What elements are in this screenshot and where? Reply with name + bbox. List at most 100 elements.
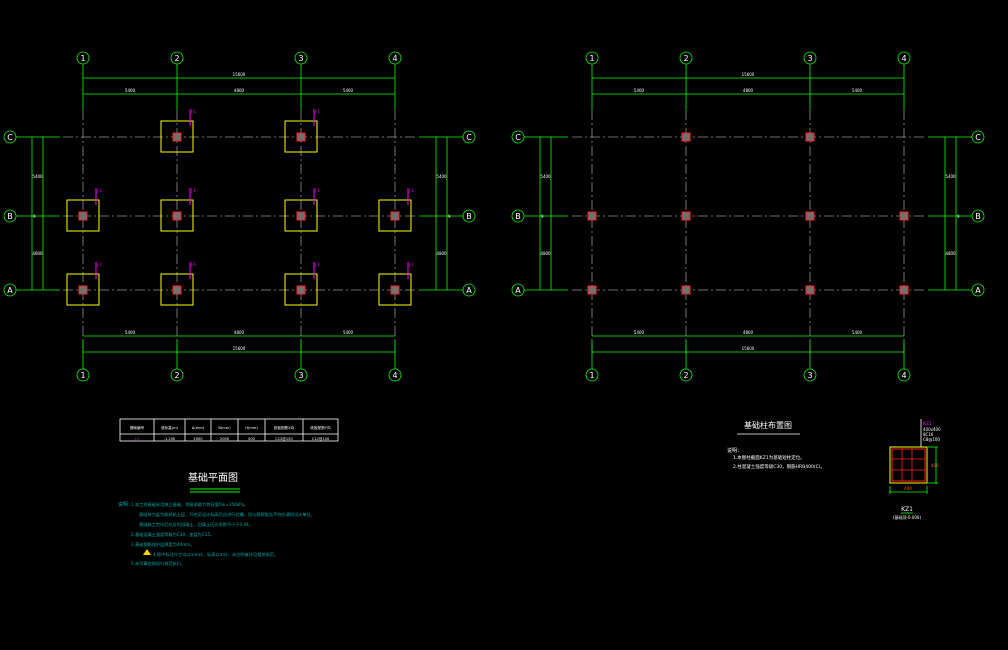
height-dim: 400 xyxy=(931,463,939,468)
footing-outline xyxy=(160,273,194,306)
axis-bubble xyxy=(388,368,402,382)
footing-outline xyxy=(284,273,318,306)
notes-label: 说明： xyxy=(727,447,742,454)
detail-subtitle: (基础顶-0.000) xyxy=(893,514,921,520)
footing-outline xyxy=(160,120,194,153)
table-header: 基础编号 xyxy=(130,425,145,430)
footing-outline xyxy=(66,199,100,232)
span-dim: 4800 xyxy=(743,88,754,93)
left-notes: 1.本工程基础采用独立基础，地基承载力特征值fak=150kPa。基础持力层为粉… xyxy=(131,501,315,567)
detail-name: KZ1 xyxy=(901,506,913,513)
axis-label-3: 3 xyxy=(807,371,812,380)
column-outline xyxy=(889,446,928,484)
notes-label: 说明： xyxy=(118,501,133,508)
span-dim: 5400 xyxy=(343,88,354,93)
table-header: 底标高(m) xyxy=(161,425,179,430)
footing-outline xyxy=(66,273,100,306)
footing-tag: J-1 xyxy=(408,188,414,193)
table-header: 底板配筋X向 xyxy=(274,425,295,430)
axis-bubble xyxy=(971,130,985,144)
side-span-dim: 5400 xyxy=(32,174,43,179)
axis-bubble xyxy=(897,368,911,382)
axis-label-B: B xyxy=(975,212,981,221)
axis-label-C: C xyxy=(515,133,521,142)
column-marker xyxy=(78,285,88,295)
column-marker xyxy=(78,211,88,221)
axis-label-B: B xyxy=(7,212,13,221)
total-dim: 15600 xyxy=(742,72,755,77)
table-cell: C12@150 xyxy=(312,437,330,441)
footing-tag: J-1 xyxy=(314,109,320,114)
column-marker xyxy=(899,211,909,221)
axis-bubble xyxy=(294,51,308,65)
span-dim: 5400 xyxy=(125,330,136,335)
note-line: 2.基础混凝土强度等级为C30，垫层为C15。 xyxy=(131,531,214,538)
column-marker xyxy=(805,211,815,221)
column-marker xyxy=(587,211,597,221)
detail-spec: 400x400 xyxy=(923,427,941,432)
note-line: 3.基础钢筋保护层厚度为40mm。 xyxy=(131,541,195,548)
footing-outline xyxy=(378,273,412,306)
footing-tag: J-1 xyxy=(190,109,196,114)
column-marker xyxy=(390,211,400,221)
axis-label-A: A xyxy=(975,286,981,295)
axis-bubble xyxy=(388,51,402,65)
axis-label-C: C xyxy=(7,133,13,142)
table-cell: J-1 xyxy=(134,437,140,441)
footing-outline xyxy=(160,199,194,232)
axis-label-3: 3 xyxy=(298,54,303,63)
axis-bubble xyxy=(803,51,817,65)
column-marker xyxy=(296,211,306,221)
span-dim: 4800 xyxy=(743,330,754,335)
column-marker xyxy=(587,285,597,295)
axis-bubble xyxy=(511,130,525,144)
axis-bubble xyxy=(803,368,817,382)
axis-bubble xyxy=(511,283,525,297)
column-marker xyxy=(296,285,306,295)
axis-bubble xyxy=(3,209,17,223)
table-header: H(mm) xyxy=(245,426,258,430)
axis-bubble xyxy=(3,283,17,297)
side-span-dim: 5400 xyxy=(945,174,956,179)
axis-label-2: 2 xyxy=(174,371,179,380)
axis-label-1: 1 xyxy=(589,371,594,380)
side-span-dim: 4800 xyxy=(540,251,551,256)
table-cell: C12@150 xyxy=(275,437,293,441)
note-line: 基础持力层为粉质粘土层，开挖至设计标高后应进行验槽，如与勘察报告不符应通知设计单… xyxy=(139,511,315,518)
column-marker xyxy=(172,285,182,295)
footing-outline xyxy=(378,199,412,232)
span-dim: 5400 xyxy=(634,330,645,335)
table-header: A(mm) xyxy=(192,426,205,430)
axis-bubble xyxy=(971,209,985,223)
side-total-dim: 9 xyxy=(33,214,36,219)
axis-bubble xyxy=(679,51,693,65)
table-cell: -1.200 xyxy=(164,437,176,441)
span-dim: 5400 xyxy=(634,88,645,93)
table-cell: 500 xyxy=(248,437,256,441)
axis-label-B: B xyxy=(515,212,521,221)
stirrup xyxy=(891,448,926,482)
axis-bubble xyxy=(462,130,476,144)
note-line: 4.图中标注尺寸均以mm计，标高以m计，未注明者详见相关规范。 xyxy=(153,551,278,558)
width-dim: 400 xyxy=(904,486,912,491)
side-total-dim: 9 xyxy=(448,214,451,219)
axis-label-A: A xyxy=(466,286,472,295)
axis-label-C: C xyxy=(466,133,472,142)
detail-spec: 8C16 xyxy=(923,432,934,437)
column-marker xyxy=(172,211,182,221)
total-dim: 15600 xyxy=(233,72,246,77)
axis-label-1: 1 xyxy=(80,54,85,63)
note-line: 基础施工完毕后应及时回填土，回填土压实系数不小于0.94。 xyxy=(139,521,253,528)
axis-label-C: C xyxy=(975,133,981,142)
footing-tag: J-1 xyxy=(314,262,320,267)
column-marker xyxy=(681,211,691,221)
axis-bubble xyxy=(585,368,599,382)
footing-tag: J-1 xyxy=(96,262,102,267)
footing-tag: J-1 xyxy=(96,188,102,193)
right-notes: 1.本图柱截面KZ1为基础短柱定位。2.柱混凝土强度等级C30，钢筋HRB400… xyxy=(733,454,825,470)
axis-bubble xyxy=(585,51,599,65)
total-dim: 15600 xyxy=(233,346,246,351)
